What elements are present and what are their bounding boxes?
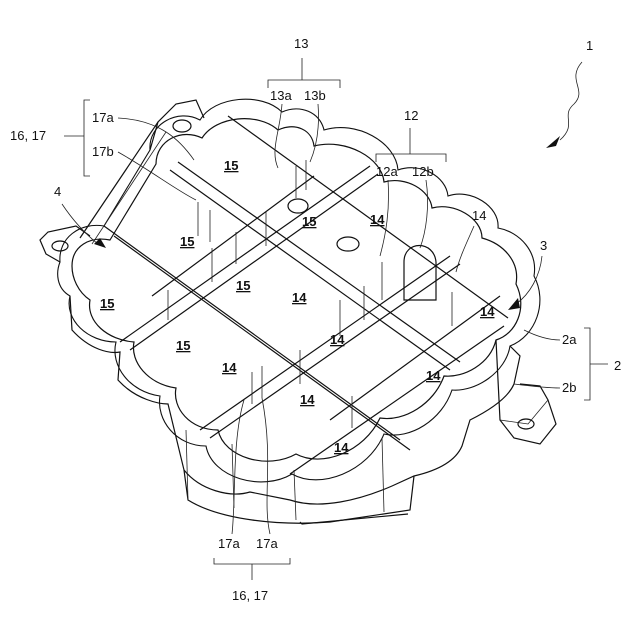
- cell-14-mid: 14: [330, 332, 345, 347]
- cell-15-lower-left: 15: [176, 338, 190, 353]
- cell-14-center: 14: [292, 290, 307, 305]
- cell-14-bottom-low: 14: [334, 440, 349, 455]
- cell-15-left: 15: [100, 296, 114, 311]
- ref-4: 4: [54, 184, 61, 199]
- cell-14-right: 14: [480, 304, 495, 319]
- leader-1: [560, 62, 582, 140]
- ref-16-17-top: 16, 17: [10, 128, 46, 143]
- ref-17b-top: 17b: [92, 144, 114, 159]
- ref-2a: 2a: [562, 332, 577, 347]
- bracket-16-17-top: [64, 100, 90, 176]
- cell-14-lower-right: 14: [426, 368, 441, 383]
- ref-13a: 13a: [270, 88, 292, 103]
- ref-17a-bottom-left: 17a: [218, 536, 240, 551]
- ref-3: 3: [540, 238, 547, 253]
- body-bottom-edge: [300, 514, 408, 524]
- ref-12a: 12a: [376, 164, 398, 179]
- cell-14-upper: 14: [370, 212, 385, 227]
- cell-15-mid-left: 15: [180, 234, 194, 249]
- body-side: [184, 470, 414, 523]
- ref-16-17-bottom: 16, 17: [232, 588, 268, 603]
- cell-15-center: 15: [302, 214, 316, 229]
- ref-13b: 13b: [304, 88, 326, 103]
- bracket-16-17-bottom: [214, 558, 290, 580]
- ref-1: 1: [586, 38, 593, 53]
- ref-12b: 12b: [412, 164, 434, 179]
- cell-15-center-low: 15: [236, 278, 250, 293]
- ref-17a-top: 17a: [92, 110, 114, 125]
- ref-2b: 2b: [562, 380, 576, 395]
- bracket-2: [584, 328, 608, 400]
- cell-14-bottom: 14: [300, 392, 315, 407]
- ref-17a-bottom-right: 17a: [256, 536, 278, 551]
- cell-14-lower-left: 14: [222, 360, 237, 375]
- bracket-13: [268, 58, 340, 88]
- ref-12: 12: [404, 108, 418, 123]
- ref-13: 13: [294, 36, 308, 51]
- ref-14: 14: [472, 208, 486, 223]
- ref-2: 2: [614, 358, 621, 373]
- cell-15-top: 15: [224, 158, 238, 173]
